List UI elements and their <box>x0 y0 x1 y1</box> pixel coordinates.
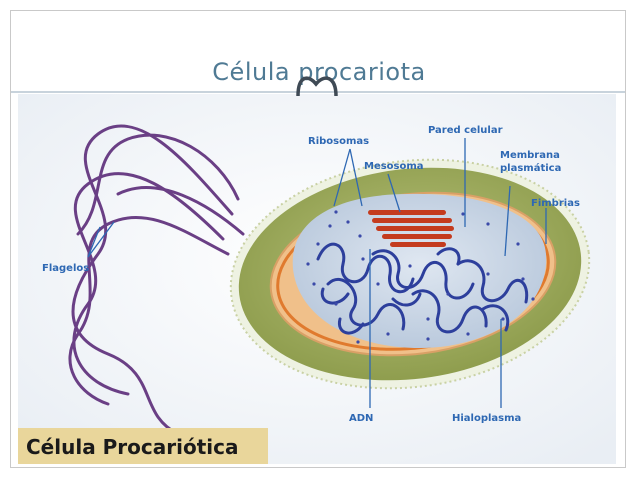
caption-band <box>18 428 268 464</box>
label-adn: ADN <box>349 413 373 424</box>
flagellum-3 <box>76 133 240 236</box>
title-ornament-icon <box>296 76 338 97</box>
flagellum-2 <box>72 172 225 396</box>
label-membrana-line2: plasmática <box>500 162 561 174</box>
label-hialoplasma: Hialoplasma <box>452 413 521 424</box>
label-mesosoma: Mesosoma <box>364 161 424 172</box>
label-membrana-line1: Membrana <box>500 150 560 161</box>
mesosome <box>368 210 454 247</box>
label-ribosomas: Ribosomas <box>308 136 369 147</box>
leader-lines <box>87 138 547 408</box>
caption-text: Célula Procariótica <box>26 435 239 459</box>
label-flagelos: Flagelos <box>42 263 89 274</box>
label-pared-celular: Pared celular <box>428 125 503 136</box>
dna <box>316 242 529 335</box>
flagellum-4 <box>68 215 230 406</box>
diagram-svg: Ribosomas Pared celular Mesosoma Membran… <box>18 94 616 464</box>
flagella <box>68 124 245 436</box>
ribosomes <box>306 210 535 344</box>
flagellum-5 <box>116 186 245 236</box>
flagellum-1 <box>71 124 234 436</box>
prokaryotic-cell-diagram: Ribosomas Pared celular Mesosoma Membran… <box>18 94 616 464</box>
title-divider <box>11 91 625 93</box>
label-fimbrias: Fimbrias <box>531 198 580 209</box>
